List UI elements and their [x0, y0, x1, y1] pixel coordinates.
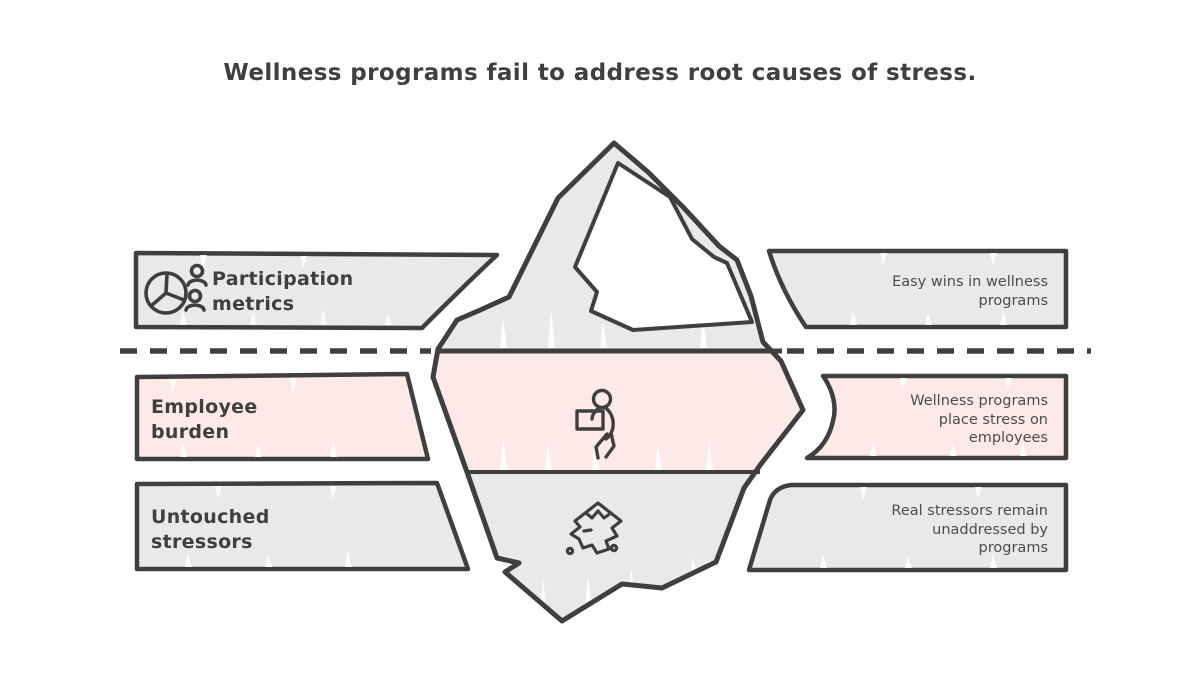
band-box-above-left	[133, 250, 500, 331]
iceberg-shape	[430, 140, 806, 624]
band-box-below-right	[746, 482, 1069, 573]
iceberg-white-facet	[573, 161, 754, 332]
annotation-easy-wins: Easy wins in wellness programs	[892, 274, 1048, 309]
label-employee-burden: Employee burden	[151, 396, 258, 443]
box-texture	[170, 253, 1027, 568]
label-participation-metrics: Participation metrics	[212, 268, 354, 315]
band-box-below-left	[134, 480, 471, 572]
band-box-middle-right	[804, 373, 1069, 461]
mini-iceberg-icon	[565, 501, 623, 556]
band-box-middle-left	[134, 371, 431, 462]
annotation-wellness-stress: Wellness programs place stress on employ…	[910, 393, 1048, 446]
page-title: Wellness programs fail to address root c…	[223, 60, 977, 86]
iceberg-outline	[430, 140, 806, 624]
label-untouched-stressors: Untouched stressors	[151, 506, 270, 553]
pie-chart-people-icon	[144, 263, 208, 315]
band-box-above-right	[766, 248, 1069, 330]
person-carrying-box-icon	[575, 388, 616, 460]
annotation-real-stressors: Real stressors remain unaddressed by pro…	[891, 503, 1048, 556]
iceberg-texture	[500, 240, 713, 612]
iceberg-pink-band	[433, 350, 803, 472]
